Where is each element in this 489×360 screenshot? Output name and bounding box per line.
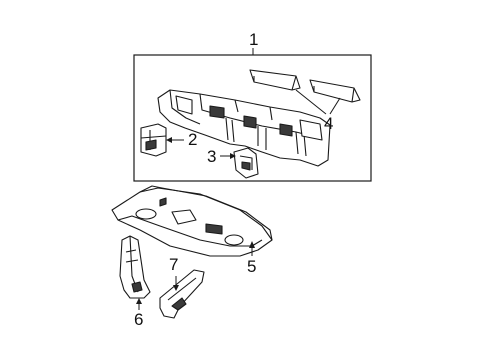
part-4-trim-left <box>249 69 301 91</box>
callout-3: 3 <box>207 147 217 166</box>
callout-2: 2 <box>188 130 198 149</box>
callout-1: 1 <box>249 30 259 49</box>
callout-7: 7 <box>169 255 179 274</box>
part-7-brace <box>159 269 205 319</box>
rear-body-panel <box>157 89 331 167</box>
callout-6: 6 <box>134 310 144 329</box>
leader-arrow-6 <box>136 298 142 304</box>
part-4-trim-right <box>309 79 361 103</box>
leader-arrow-3 <box>230 153 236 159</box>
part-6-support <box>119 235 151 299</box>
callout-4: 4 <box>324 114 334 133</box>
leader-arrow-2 <box>166 137 172 143</box>
leader-arrow-7 <box>173 285 179 291</box>
part-2-bracket <box>140 123 167 157</box>
leader-arrow-5 <box>249 241 255 248</box>
leader-line-4b <box>329 97 341 115</box>
callout-5: 5 <box>247 257 257 276</box>
part-3-bracket <box>233 147 259 179</box>
leader-line-4a <box>295 89 327 115</box>
